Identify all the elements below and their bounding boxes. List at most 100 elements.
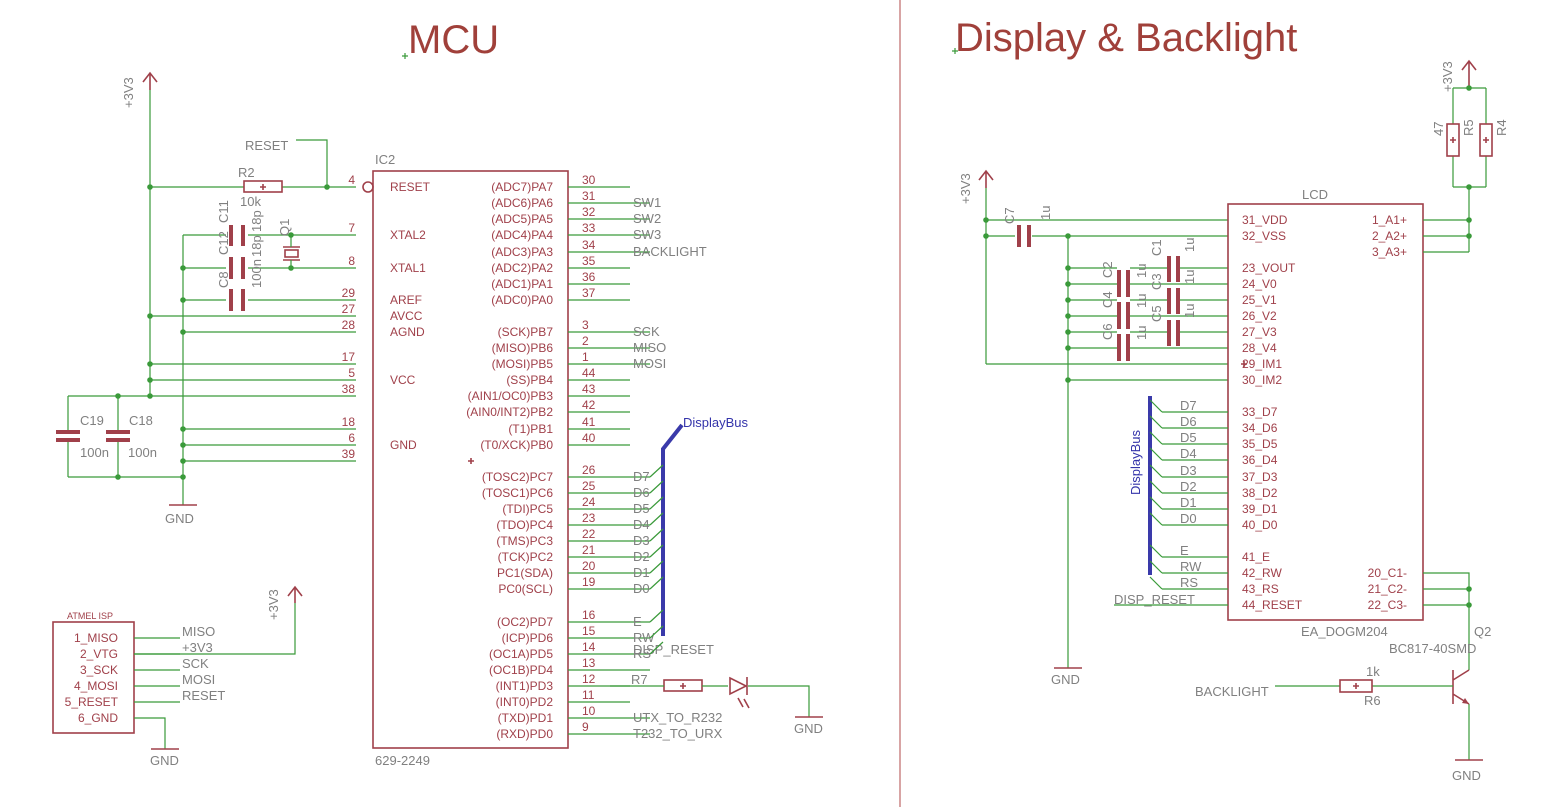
sheet-title-display: Display & Backlight xyxy=(955,16,1297,60)
mcu-pin-name: (SS)PB4 xyxy=(506,373,553,387)
net-label-disp-reset: DISP_RESET xyxy=(1114,592,1195,607)
svg-text:+3V3: +3V3 xyxy=(121,77,136,108)
mcu-pin-name: VCC xyxy=(390,373,416,387)
bus-entry-wires-mcu xyxy=(649,464,664,655)
bus-entry-wire xyxy=(1149,431,1163,445)
mcu-pin-number: 17 xyxy=(342,350,356,364)
isp-pin-group: 1_MISO2_VTG3_SCK4_MOSI5_RESET6_GNDMISO+3… xyxy=(65,624,226,725)
mcu-pin-number: 12 xyxy=(582,672,596,686)
isp-pin-name: 1_MISO xyxy=(74,631,118,645)
mcu-pin-number: 5 xyxy=(348,366,355,380)
lcd-pin-name: 36_D4 xyxy=(1242,453,1278,467)
net-label: RW xyxy=(633,630,655,645)
lcd-pin-name: 24_V0 xyxy=(1242,277,1277,291)
net-label-backlight: BACKLIGHT xyxy=(1195,684,1269,699)
mcu-pin-name: (TCK)PC2 xyxy=(498,550,554,564)
net-label: DISP_RESET xyxy=(633,642,714,657)
svg-text:C18: C18 xyxy=(129,413,153,428)
bus-net-label: D0 xyxy=(1180,511,1197,526)
bus-net-label: D2 xyxy=(1180,479,1197,494)
isp-net-label: RESET xyxy=(182,688,225,703)
mcu-pin-number: 35 xyxy=(582,254,596,268)
mcu-pin-name: AREF xyxy=(390,293,422,307)
supply-3v3-display: +3V3 xyxy=(958,169,994,204)
isp-connector: ATMEL ISP xyxy=(52,611,135,734)
bus-entry-wire xyxy=(1149,496,1163,510)
mcu-pin-number: 3 xyxy=(582,318,589,332)
svg-text:C4: C4 xyxy=(1100,291,1115,308)
svg-text:GND: GND xyxy=(165,511,194,526)
isp-net-label: SCK xyxy=(182,656,209,671)
net-label: BACKLIGHT xyxy=(633,244,707,259)
supply-3v3-isp: +3V3 xyxy=(266,585,303,620)
svg-text:C19: C19 xyxy=(80,413,104,428)
bus-entry-wire xyxy=(1149,447,1163,461)
lcd-pin-name: 33_D7 xyxy=(1242,405,1278,419)
isp-pin-name: 3_SCK xyxy=(80,663,118,677)
mcu-pin-name: (ADC0)PA0 xyxy=(491,293,553,307)
lcd-pin-name: 21_C2- xyxy=(1368,582,1407,596)
svg-text:629-2249: 629-2249 xyxy=(375,753,430,768)
wire-junctions-display xyxy=(983,85,1472,608)
mcu-pin-number: 32 xyxy=(582,205,596,219)
bus-entry-wire xyxy=(1149,415,1163,429)
lcd-pin-name: 40_D0 xyxy=(1242,518,1278,532)
svg-text:1u: 1u xyxy=(1134,264,1149,278)
svg-text:C3: C3 xyxy=(1149,273,1164,290)
lcd-pin-name: 27_V3 xyxy=(1242,325,1277,339)
lcd-pin-name: 35_D5 xyxy=(1242,437,1278,451)
mcu-pin-name: PC0(SCL) xyxy=(498,582,553,596)
mcu-pin-name: (ADC6)PA6 xyxy=(491,196,553,210)
mcu-pin-number: 38 xyxy=(342,382,356,396)
lcd-pin-name: 39_D1 xyxy=(1242,502,1278,516)
mcu-pin-name: XTAL1 xyxy=(390,261,426,275)
net-label: D7 xyxy=(633,469,650,484)
svg-text:GND: GND xyxy=(150,753,179,768)
mcu-pin-name: GND xyxy=(390,438,417,452)
svg-text:+3V3: +3V3 xyxy=(1440,61,1455,92)
vdd-wire xyxy=(985,188,1228,365)
isp-pin-name: 2_VTG xyxy=(80,647,118,661)
mcu-pin-number: 40 xyxy=(582,431,596,445)
gnd-symbol-backlight: GND xyxy=(1452,759,1483,783)
svg-text:1u: 1u xyxy=(1134,294,1149,308)
capacitor-c5: C5 1u xyxy=(1149,304,1197,346)
isp-pin-name: 4_MOSI xyxy=(74,679,118,693)
bus-net-label: D3 xyxy=(1180,463,1197,478)
svg-text:C12: C12 xyxy=(216,231,231,255)
mcu-pin-number: 39 xyxy=(342,447,356,461)
gnd-symbol-display: GND xyxy=(1051,667,1082,687)
svg-text:ATMEL ISP: ATMEL ISP xyxy=(67,611,113,621)
svg-text:1k: 1k xyxy=(1366,664,1380,679)
resistor-r5: 47 R5 xyxy=(1431,119,1476,157)
lcd-pin-name: 38_D2 xyxy=(1242,486,1278,500)
lcd-pin-name: 37_D3 xyxy=(1242,470,1278,484)
lcd-pin-name: 28_V4 xyxy=(1242,341,1277,355)
mcu-pin-name: (ADC2)PA2 xyxy=(491,261,553,275)
mcu-pin-number: 37 xyxy=(582,286,596,300)
mcu-pin-number: 11 xyxy=(582,688,595,702)
lcd-pin-name: 20_C1- xyxy=(1368,566,1407,580)
net-label: D6 xyxy=(633,485,650,500)
net-label: T232_TO_URX xyxy=(633,726,723,741)
mcu-pin-number: 4 xyxy=(348,173,355,187)
bus-net-label: D6 xyxy=(1180,414,1197,429)
svg-text:18p: 18p xyxy=(249,235,264,257)
mcu-pin-name: AGND xyxy=(390,325,425,339)
svg-text:100n: 100n xyxy=(128,445,157,460)
resistor-r7: R7 xyxy=(631,672,703,692)
mcu-pin-number: 25 xyxy=(582,479,596,493)
lcd-pin-name: 30_IM2 xyxy=(1242,373,1282,387)
capacitor-c4: C4 1u xyxy=(1100,291,1149,329)
mcu-pin-name: (ADC5)PA5 xyxy=(491,212,553,226)
mcu-pin-number: 13 xyxy=(582,656,596,670)
svg-text:C5: C5 xyxy=(1149,305,1164,322)
capacitor-c19: C19 100n xyxy=(56,413,109,460)
mcu-pin-name: (TXD)PD1 xyxy=(498,711,554,725)
net-label-reset: RESET xyxy=(245,138,288,153)
svg-text:1u: 1u xyxy=(1182,270,1197,284)
mcu-pin-number: 43 xyxy=(582,382,596,396)
